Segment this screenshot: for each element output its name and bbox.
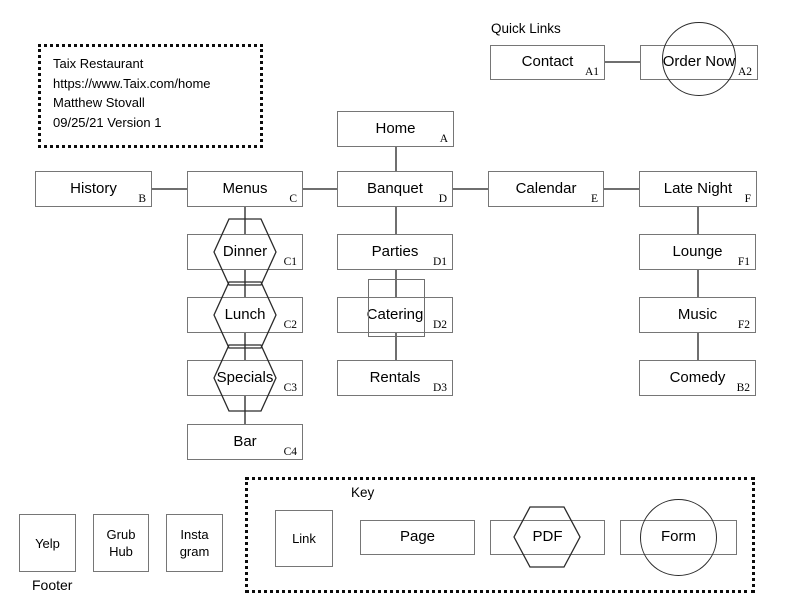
key-box: [245, 477, 755, 593]
node-history-id: B: [138, 193, 146, 205]
connector-menus-dinner: [244, 206, 246, 234]
node-music-id: F2: [737, 319, 750, 331]
node-order-now-id: A2: [737, 66, 752, 78]
connector-menus-banquet: [303, 188, 337, 190]
node-banquet-id: D: [438, 193, 447, 205]
node-banquet: Banquet D: [337, 171, 453, 207]
node-lunch-label: Lunch: [224, 305, 266, 323]
connector-lounge-music: [697, 269, 699, 297]
node-music-label: Music: [677, 305, 718, 323]
footer-label: Footer: [32, 577, 73, 593]
node-lounge-id: F1: [737, 256, 750, 268]
key-pdf-box: PDF: [490, 520, 605, 555]
footer-box-grubhub: Grub Hub: [93, 514, 149, 572]
node-bar-id: C4: [283, 446, 297, 458]
node-late-night-id: F: [744, 193, 751, 205]
node-specials-label: Specials: [216, 368, 274, 386]
node-specials-id: C3: [283, 382, 297, 394]
node-rentals-label: Rentals: [369, 368, 421, 386]
key-form-label: Form: [661, 528, 696, 545]
project-url: https://www.Taix.com/home: [53, 75, 211, 91]
node-dinner-id: C1: [283, 256, 297, 268]
project-info-text: Taix Restaurant https://www.Taix.com/hom…: [53, 54, 211, 132]
connector-home-banquet: [395, 146, 397, 171]
connector-music-comedy: [697, 332, 699, 360]
node-menus-id: C: [289, 193, 297, 205]
connector-history-menus: [152, 188, 187, 190]
node-banquet-label: Banquet: [367, 179, 423, 197]
node-menus: Menus C: [187, 171, 303, 207]
node-calendar: Calendar E: [488, 171, 604, 207]
node-specials: Specials C3: [187, 360, 303, 396]
footer-box-instagram-label: Insta gram: [179, 527, 210, 559]
node-contact: Contact A1: [490, 45, 605, 80]
connector-lunch-specials: [244, 332, 246, 360]
connector-dinner-lunch: [244, 269, 246, 297]
node-calendar-id: E: [590, 193, 598, 205]
node-bar: Bar C4: [187, 424, 303, 460]
connector-latenight-lounge: [697, 206, 699, 234]
footer-box-grubhub-label: Grub Hub: [106, 527, 136, 559]
project-version: 09/25/21 Version 1: [53, 114, 162, 130]
node-catering-id: D2: [432, 319, 447, 331]
node-parties-id: D1: [432, 256, 447, 268]
connector-parties-catering: [395, 269, 397, 297]
node-catering: Catering D2: [337, 297, 453, 333]
key-link-label: Link: [292, 531, 316, 546]
node-lunch-id: C2: [283, 319, 297, 331]
node-parties: Parties D1: [337, 234, 453, 270]
footer-box-yelp: Yelp: [19, 514, 76, 572]
node-history-label: History: [70, 179, 117, 197]
quick-links-title: Quick Links: [491, 21, 561, 36]
node-menus-label: Menus: [222, 179, 268, 197]
project-name: Taix Restaurant: [53, 56, 144, 71]
node-late-night-label: Late Night: [663, 179, 733, 197]
node-order-now-label: Order Now: [662, 53, 736, 70]
connector-banquet-parties: [395, 206, 397, 234]
connector-calendar-latenight: [604, 188, 639, 190]
node-music: Music F2: [639, 297, 756, 333]
node-home-id: A: [439, 133, 448, 145]
node-bar-label: Bar: [233, 432, 257, 450]
node-parties-label: Parties: [371, 242, 419, 260]
footer-box-yelp-label: Yelp: [35, 535, 60, 551]
node-late-night: Late Night F: [639, 171, 757, 207]
footer-box-instagram: Insta gram: [166, 514, 223, 572]
node-calendar-label: Calendar: [515, 179, 577, 197]
key-title: Key: [351, 485, 375, 500]
node-home-label: Home: [375, 119, 416, 137]
node-order-now: Order Now A2: [640, 45, 758, 80]
node-lounge: Lounge F1: [639, 234, 756, 270]
node-rentals-id: D3: [432, 382, 447, 394]
key-pdf-label: PDF: [532, 528, 563, 545]
node-history: History B: [35, 171, 152, 207]
node-lounge-label: Lounge: [672, 242, 723, 260]
project-author: Matthew Stovall: [53, 95, 145, 110]
node-lunch: Lunch C2: [187, 297, 303, 333]
key-page-label: Page: [399, 528, 436, 545]
node-comedy-label: Comedy: [669, 368, 726, 386]
node-comedy-id: B2: [736, 382, 750, 394]
node-contact-id: A1: [584, 66, 599, 78]
connector-catering-rentals: [395, 332, 397, 360]
node-contact-label: Contact: [521, 53, 574, 70]
connector-contact-ordernow: [605, 61, 640, 63]
key-form-box: Form: [620, 520, 737, 555]
key-page-box: Page: [360, 520, 475, 555]
node-rentals: Rentals D3: [337, 360, 453, 396]
connector-banquet-calendar: [453, 188, 488, 190]
node-catering-label: Catering: [366, 305, 424, 323]
node-home: Home A: [337, 111, 454, 147]
node-comedy: Comedy B2: [639, 360, 756, 396]
key-link-box: Link: [275, 510, 333, 567]
connector-specials-bar: [244, 395, 246, 424]
node-dinner-label: Dinner: [222, 242, 268, 260]
project-info-box: [38, 44, 263, 148]
node-dinner: Dinner C1: [187, 234, 303, 270]
